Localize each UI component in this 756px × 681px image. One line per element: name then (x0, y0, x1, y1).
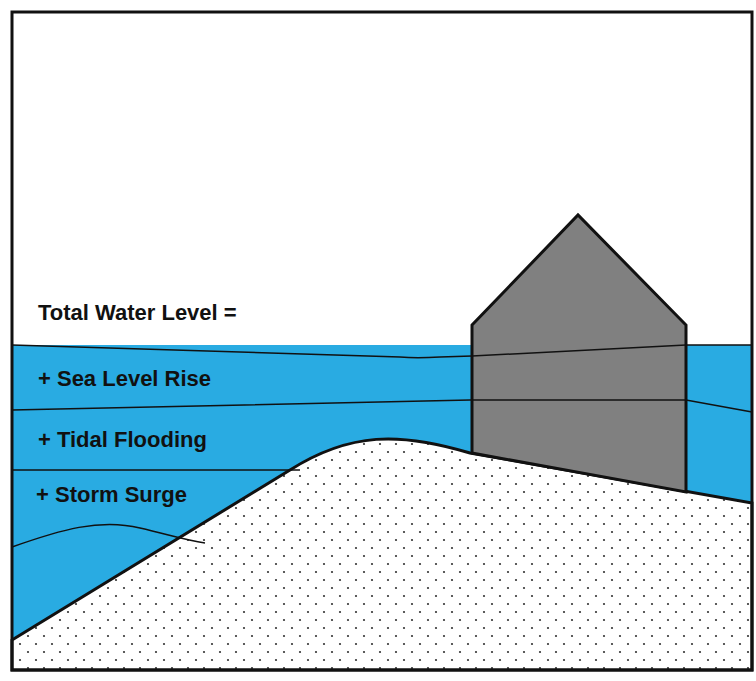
water-component-label: + Tidal Flooding (38, 429, 207, 451)
water-component-label: + Storm Surge (36, 484, 187, 506)
frame (12, 12, 752, 670)
house (472, 215, 686, 492)
sea-level-line (12, 345, 752, 358)
equation-heading: Total Water Level = (38, 302, 237, 324)
surge-line (12, 469, 300, 471)
water-component-label: + Sea Level Rise (38, 368, 211, 390)
storm-wave (12, 524, 205, 547)
tide-line-house (472, 399, 686, 401)
